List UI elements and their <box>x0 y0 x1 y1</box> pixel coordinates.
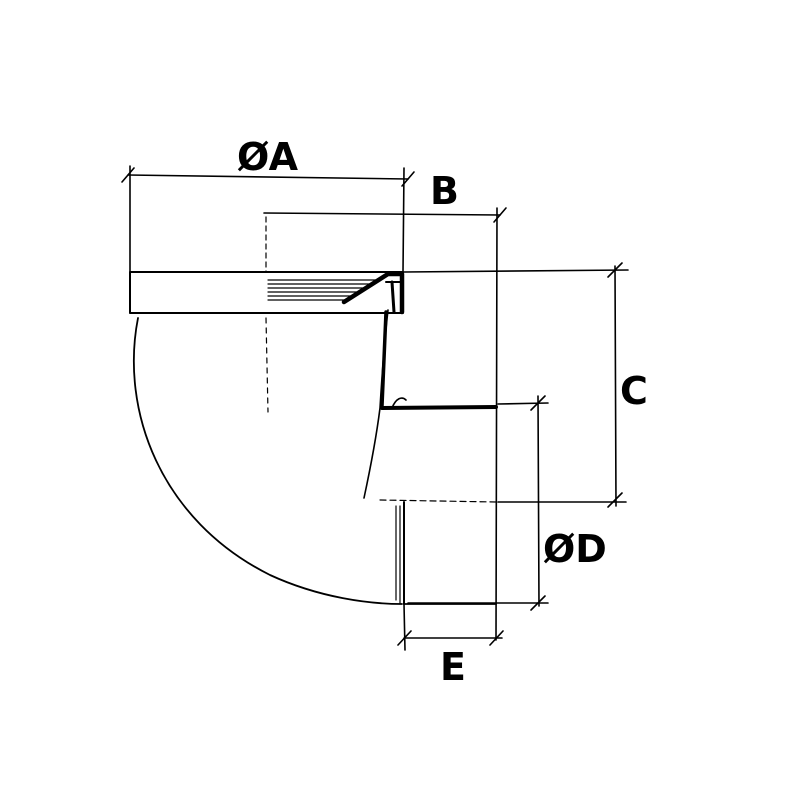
label-b: B <box>430 169 459 213</box>
label-d: ØD <box>543 527 607 571</box>
bottom-spigot <box>379 499 497 605</box>
dimension-a <box>121 165 415 273</box>
top-socket <box>129 271 405 413</box>
elbow-body <box>132 309 498 605</box>
dimension-c <box>403 262 629 508</box>
label-a: ØA <box>237 135 299 179</box>
dimension-e <box>397 603 504 651</box>
dimension-b <box>263 207 507 641</box>
dimension-d <box>407 395 549 611</box>
label-e: E <box>440 645 466 689</box>
label-c: C <box>620 369 648 413</box>
